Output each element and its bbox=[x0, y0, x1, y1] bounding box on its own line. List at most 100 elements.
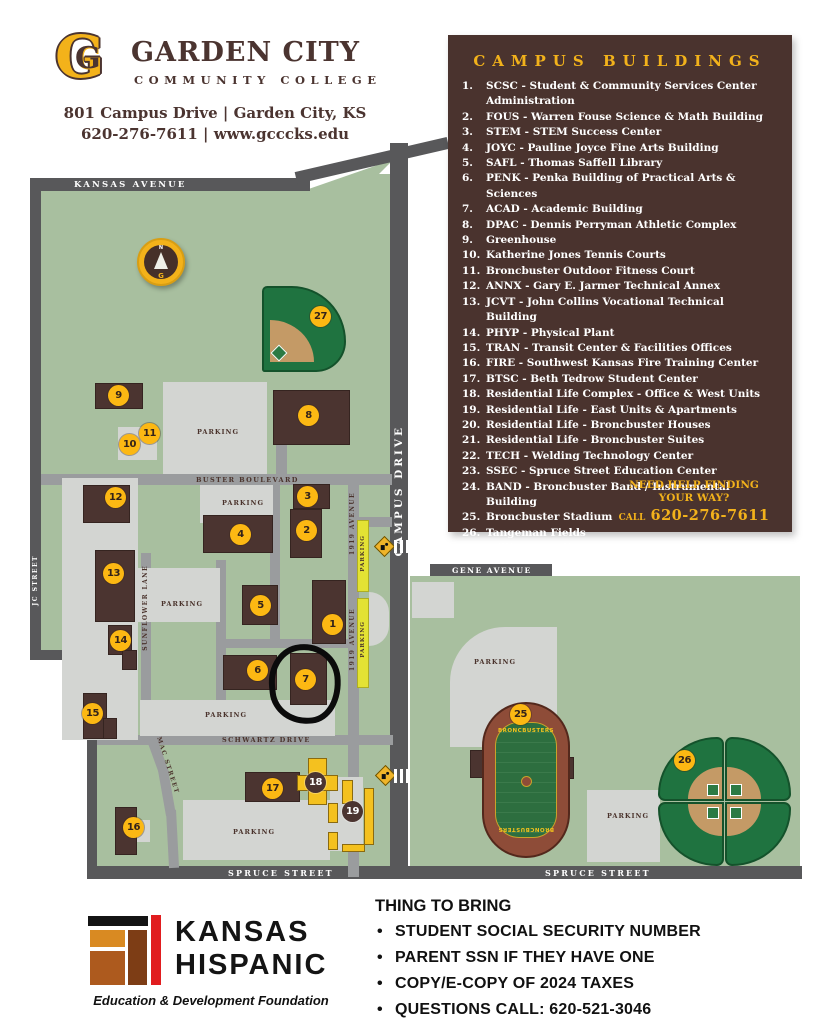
legend-item: 2. FOUS - Warren Fouse Science & Math Bu… bbox=[462, 110, 763, 123]
road-boundary-south bbox=[87, 650, 97, 878]
building-3-badge: 3 bbox=[297, 486, 318, 507]
legend-item: 27. Williams Stadium bbox=[462, 542, 591, 555]
legend-item: 9. Greenhouse bbox=[462, 234, 557, 247]
turnaround-pad bbox=[369, 592, 389, 646]
parking-strip-1: PARKING bbox=[357, 520, 369, 592]
legend-item: 14. PHYP - Physical Plant bbox=[462, 326, 615, 339]
tangeman-field-ne-diamond bbox=[730, 784, 742, 796]
label-schwartz-drive: SCHWARTZ DRIVE bbox=[222, 736, 311, 744]
college-logo-block: G G GARDEN CITY COMMUNITY COLLEGE 801 Ca… bbox=[55, 28, 385, 148]
parking-strip-1-label: PARKING bbox=[360, 535, 366, 572]
tangeman-field-nw-diamond bbox=[707, 784, 719, 796]
legend-title: CAMPUS BUILDINGS bbox=[473, 52, 767, 70]
crosswalk-stripes-south bbox=[394, 769, 412, 783]
legend-item: 13. JCVT - John Collins Vocational Techn… bbox=[462, 295, 724, 324]
label-campus-drive: CAMPUS DRIVE bbox=[393, 425, 405, 557]
tangeman-field-sw-diamond bbox=[707, 807, 719, 819]
stadium-midfield-logo-icon bbox=[521, 776, 532, 787]
compass-g-label: G bbox=[158, 272, 164, 280]
legend-item: 22. TECH - Welding Technology Center bbox=[462, 449, 694, 462]
stadium-name-top: BRONCBUSTERS bbox=[497, 728, 555, 734]
legend-item: 15. TRAN - Transit Center & Facilities O… bbox=[462, 341, 732, 354]
legend-item: 20. Residential Life - Broncbuster House… bbox=[462, 418, 711, 431]
help-call-label: CALL bbox=[618, 513, 646, 523]
road-internal-3 bbox=[216, 639, 348, 648]
building-13-badge: 13 bbox=[103, 563, 124, 584]
road-internal-1 bbox=[270, 485, 280, 645]
parking-label-2: PARKING bbox=[222, 499, 265, 507]
legend-item: 16. FIRE - Southwest Kansas Fire Trainin… bbox=[462, 357, 759, 370]
logo-rust-block bbox=[90, 951, 125, 985]
road-spruce-street bbox=[87, 866, 802, 879]
legend-item: 18. Residential Life Complex - Office & … bbox=[462, 388, 761, 401]
building-15-annex bbox=[103, 718, 117, 739]
legend-item: 24. BAND - Broncbuster Band / Instrument… bbox=[462, 480, 730, 508]
org-name-line-2: HISPANIC bbox=[175, 949, 328, 981]
parking-strip-2-label: PARKING bbox=[360, 621, 366, 658]
help-line-2: YOUR WAY? bbox=[658, 492, 730, 504]
legend-item: 26. Tangeman Fields bbox=[462, 526, 586, 539]
building-17-badge: 17 bbox=[262, 778, 283, 799]
building-2-badge: 2 bbox=[296, 520, 317, 541]
road-sunflower-lane bbox=[141, 553, 151, 737]
road-schwartz-drive bbox=[97, 735, 393, 745]
label-kansas-avenue: KANSAS AVENUE bbox=[74, 180, 187, 190]
kansas-hispanic-foundation-logo: KANSAS HISPANIC Education & Development … bbox=[86, 905, 329, 1017]
building-10-badge: 10 bbox=[119, 434, 140, 455]
compass-north-arrow-icon bbox=[154, 252, 168, 269]
stadium-25-badge: 25 bbox=[510, 704, 531, 725]
help-phone-number: 620-276-7611 bbox=[650, 507, 770, 524]
logo-brown-bar bbox=[128, 930, 147, 985]
college-contact: 620-276-7611 | www.gcccks.edu bbox=[80, 125, 350, 143]
road-north-stub bbox=[276, 437, 287, 474]
logo-red-bar bbox=[151, 915, 161, 985]
help-callout: NEED HELP FINDING YOUR WAY? CALL 620-276… bbox=[610, 479, 778, 524]
building-19-unit-3 bbox=[328, 803, 338, 823]
crosswalk-stripes-north bbox=[394, 540, 412, 553]
college-g-logo-inner-icon: G bbox=[75, 41, 101, 76]
parking-strip-2: PARKING bbox=[357, 598, 369, 688]
fields-26-badge: 26 bbox=[674, 750, 695, 771]
label-sunflower-lane: SUNFLOWER LANE bbox=[142, 565, 149, 651]
help-line-1: NEED HELP FINDING bbox=[629, 479, 759, 491]
building-14-badge: 14 bbox=[110, 630, 131, 651]
label-1919-avenue-north: 1919 AVENUE bbox=[349, 492, 356, 555]
road-buster-boulevard bbox=[41, 474, 392, 485]
road-1919-avenue bbox=[348, 485, 359, 877]
org-name-line-1: KANSAS bbox=[175, 916, 310, 948]
label-spruce-street-west: SPRUCE STREET bbox=[228, 868, 334, 878]
building-15-badge: 15 bbox=[82, 703, 103, 724]
label-gene-avenue: GENE AVENUE bbox=[452, 566, 532, 575]
bring-item: •COPY/E-COPY OF 2024 TAXES bbox=[377, 975, 635, 992]
stadium-name-bottom: BRONCBUSTERS bbox=[497, 826, 555, 832]
parking-label-4: PARKING bbox=[205, 711, 248, 719]
parking-label-east-1: PARKING bbox=[474, 658, 517, 666]
road-kansas-avenue bbox=[30, 178, 310, 191]
building-5-badge: 5 bbox=[250, 595, 271, 616]
college-name: GARDEN CITY bbox=[131, 37, 361, 68]
building-4-badge: 4 bbox=[230, 524, 251, 545]
parking-label-1: PARKING bbox=[197, 428, 240, 436]
building-19-unit-2 bbox=[364, 788, 374, 845]
building-19-badge: 19 bbox=[342, 801, 363, 822]
legend-item: 7. ACAD - Academic Building bbox=[462, 203, 643, 216]
logo-black-bar bbox=[88, 916, 148, 926]
road-gene-avenue bbox=[430, 564, 552, 576]
legend-item: 12. ANNX - Gary E. Jarmer Technical Anne… bbox=[462, 280, 720, 293]
tangeman-field-se-diamond bbox=[730, 807, 742, 819]
things-to-bring-block: THING TO BRING •STUDENT SOCIAL SECURITY … bbox=[375, 897, 805, 1027]
college-subname: COMMUNITY COLLEGE bbox=[134, 73, 382, 87]
bring-title: THING TO BRING bbox=[375, 897, 512, 915]
building-9-badge: 9 bbox=[108, 385, 129, 406]
parking-lot-1 bbox=[163, 382, 267, 474]
building-1-badge: 1 bbox=[322, 614, 343, 635]
parking-lot-3 bbox=[133, 568, 220, 622]
parking-lot-5 bbox=[183, 800, 330, 860]
legend-item: 17. BTSC - Beth Tedrow Student Center bbox=[462, 372, 698, 385]
parking-lot-east-2 bbox=[587, 790, 660, 862]
label-spruce-street-east: SPRUCE STREET bbox=[545, 868, 651, 878]
building-7-badge: 7 bbox=[295, 669, 316, 690]
broncbuster-stadium-field: BRONCBUSTERS BRONCBUSTERS bbox=[495, 722, 557, 838]
legend-list: 1. SCSC - Student & Community Services C… bbox=[462, 79, 778, 557]
bring-item: •STUDENT SOCIAL SECURITY NUMBER bbox=[377, 923, 701, 940]
